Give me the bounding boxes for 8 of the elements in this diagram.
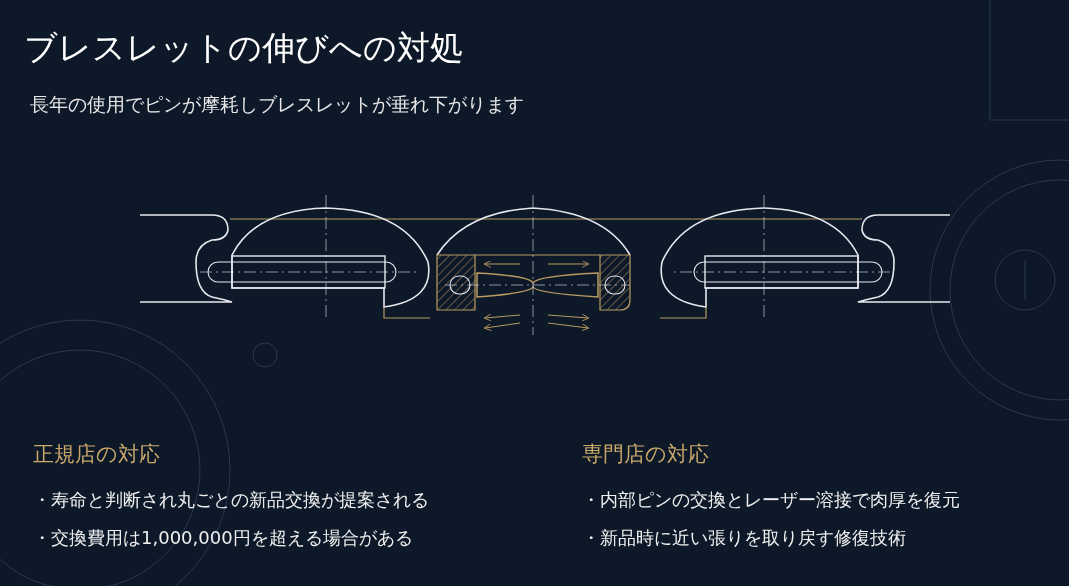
bullet-text: ・新品時に近い張りを取り戻す修復技術 — [582, 526, 907, 550]
bullet-text: ・内部ピンの交換とレーザー溶接で肉厚を復元 — [582, 488, 960, 512]
section-heading: 正規店の対応 — [33, 441, 161, 468]
section-heading: 専門店の対応 — [582, 441, 710, 468]
subtitle: 長年の使用でピンが摩耗しブレスレットが垂れ下がります — [30, 92, 524, 117]
bullet-text: ・寿命と判断され丸ごとの新品交換が提案される — [33, 488, 429, 512]
bullet-text: ・交換費用は1,000,000円を超える場合がある — [33, 526, 414, 550]
title: ブレスレットの伸びへの対処 — [24, 27, 463, 69]
